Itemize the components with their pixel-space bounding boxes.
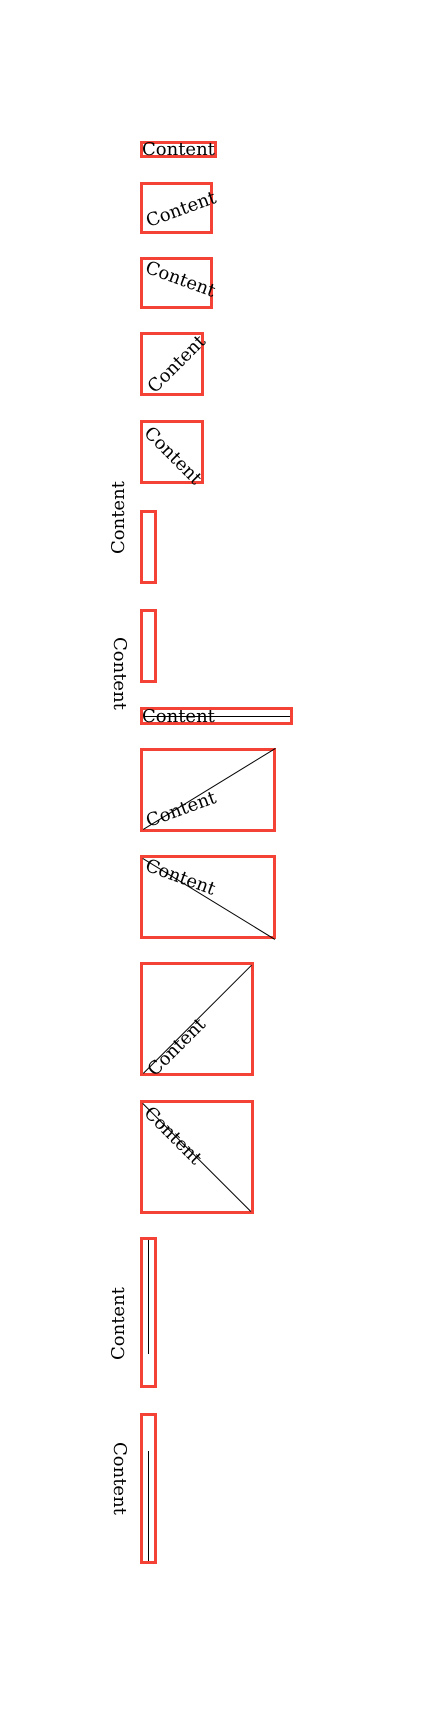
case-03-bounding-box	[140, 257, 213, 309]
case-07-bounding-box	[140, 609, 157, 683]
case-08-line	[144, 716, 290, 717]
case-07-label: Content	[109, 637, 130, 710]
case-11-bounding-box	[140, 962, 254, 1076]
case-01-label: Content	[142, 139, 215, 160]
case-13-line	[148, 1240, 149, 1354]
case-04-bounding-box	[140, 332, 204, 396]
case-14-line	[148, 1451, 149, 1561]
case-13-label: Content	[108, 1287, 129, 1360]
case-13-bounding-box	[140, 1237, 157, 1388]
case-14-label: Content	[109, 1442, 130, 1515]
case-12-bounding-box	[140, 1100, 254, 1214]
case-08-bounding-box	[140, 707, 293, 725]
case-14-bounding-box	[140, 1413, 157, 1564]
case-02-bounding-box	[140, 182, 213, 234]
case-10-bounding-box	[140, 855, 276, 939]
case-09-bounding-box	[140, 748, 276, 832]
case-08-label: Content	[142, 706, 215, 727]
case-06-label: Content	[108, 481, 129, 554]
case-05-bounding-box	[140, 420, 204, 484]
case-06-bounding-box	[140, 510, 157, 584]
case-01-bounding-box	[140, 141, 217, 158]
